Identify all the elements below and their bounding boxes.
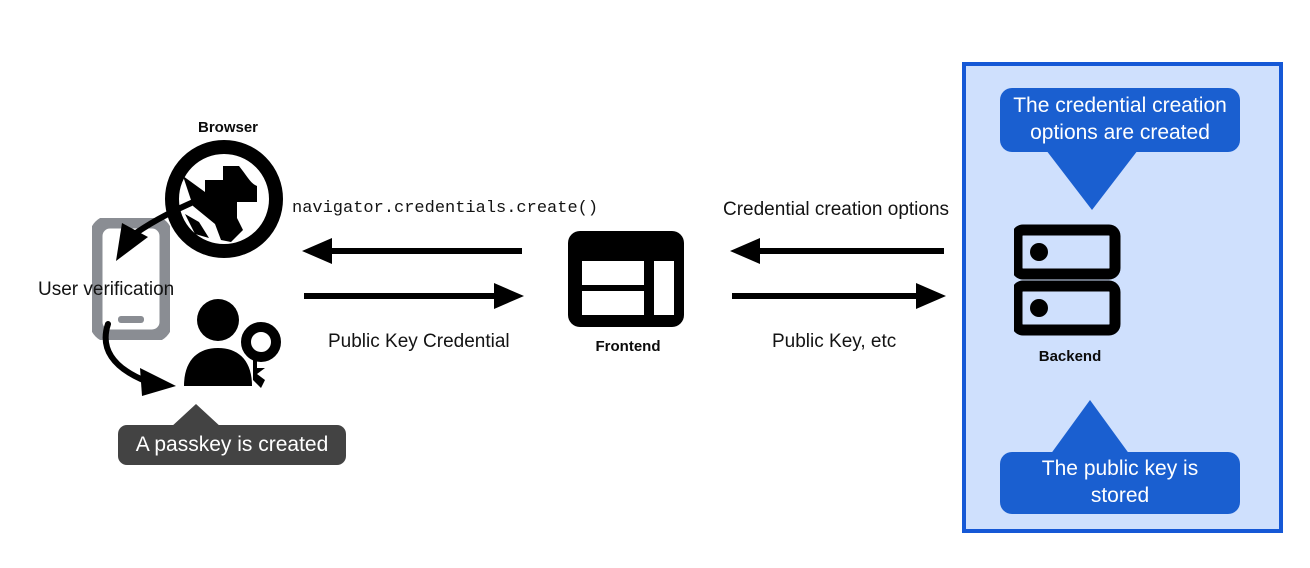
globe-browser-icon	[165, 140, 283, 258]
callout-credential-creation-options: The credential creation options are crea…	[1000, 88, 1240, 152]
navigator-credentials-create-label: navigator.credentials.create()	[292, 199, 599, 218]
user-with-key-icon	[184, 299, 281, 388]
callout-top-tail-icon	[1046, 150, 1138, 210]
frontend-label: Frontend	[595, 338, 661, 355]
passkey-created-tooltip: A passkey is created	[118, 425, 346, 465]
arrow-backend-to-frontend-icon	[730, 238, 944, 264]
public-key-etc-label: Public Key, etc	[772, 331, 897, 352]
webpage-layout-icon	[568, 231, 684, 327]
passkey-tooltip-tail-icon	[170, 404, 222, 428]
server-rack-icon	[1014, 224, 1121, 336]
browser-label: Browser	[197, 119, 259, 136]
mobile-phone-icon	[92, 218, 170, 340]
callout-public-key-stored: The public key is stored	[1000, 452, 1240, 514]
arrow-browser-to-frontend-icon	[304, 283, 524, 309]
callout-bottom-tail-icon	[1050, 400, 1130, 455]
credential-creation-options-label: Credential creation options	[723, 199, 950, 220]
arrow-phone-to-user-icon	[102, 321, 176, 396]
public-key-credential-label: Public Key Credential	[328, 331, 510, 352]
arrow-frontend-to-backend-icon	[732, 283, 946, 309]
arrow-frontend-to-browser-icon	[302, 238, 522, 264]
backend-label: Backend	[1038, 348, 1102, 365]
user-verification-label: User verification	[38, 279, 175, 300]
arrow-browser-to-phone-icon	[116, 190, 215, 261]
